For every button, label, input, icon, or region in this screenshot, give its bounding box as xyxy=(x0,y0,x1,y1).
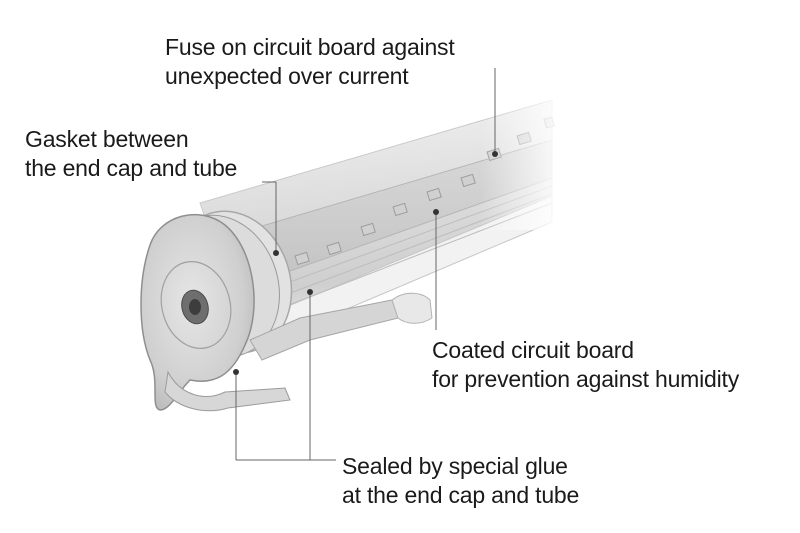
callout-fuse: Fuse on circuit board against unexpected… xyxy=(165,33,455,91)
callout-fuse-line-2: unexpected over current xyxy=(165,63,409,89)
leader-lines xyxy=(235,68,496,461)
callout-coated-line-1: Coated circuit board xyxy=(432,337,634,363)
callout-sealed-glue: Sealed by special glue at the end cap an… xyxy=(342,452,579,510)
callout-coated-board: Coated circuit board for prevention agai… xyxy=(432,336,739,394)
callout-sealed-line-2: at the end cap and tube xyxy=(342,482,580,508)
callout-coated-line-2: for prevention against humidity xyxy=(432,366,740,392)
leader-dots xyxy=(233,151,498,375)
callout-fuse-line-1: Fuse on circuit board against xyxy=(165,34,455,60)
callout-gasket-line-1: Gasket between xyxy=(25,126,189,152)
callout-gasket-line-2: the end cap and tube xyxy=(25,155,238,181)
callout-sealed-line-1: Sealed by special glue xyxy=(342,453,568,479)
callout-gasket: Gasket between the end cap and tube xyxy=(25,125,237,183)
